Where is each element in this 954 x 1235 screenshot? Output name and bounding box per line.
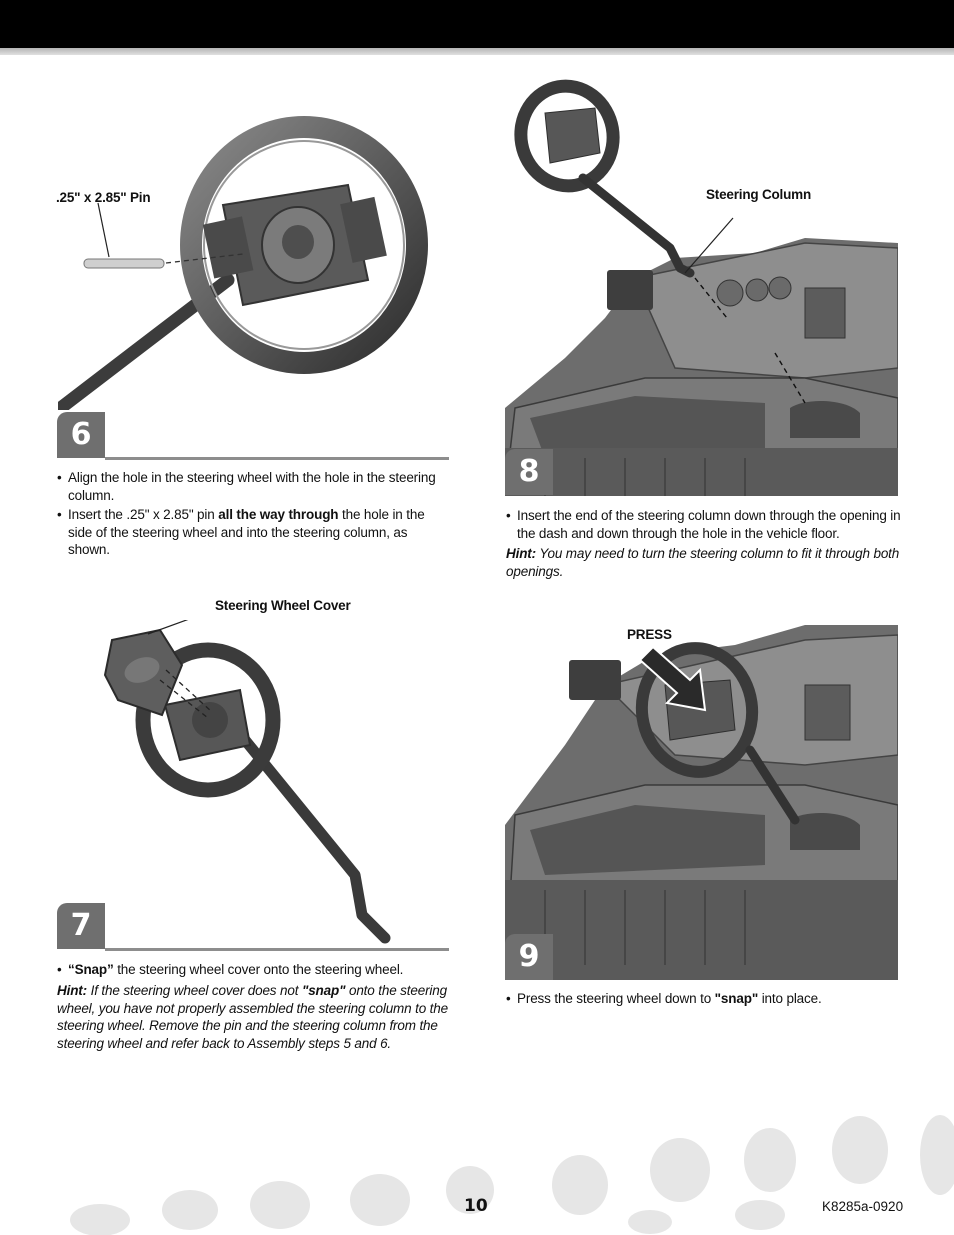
step-8-instructions: Insert the end of the steering column do… (506, 507, 901, 544)
body-text: onto the steering wheel, you have not pr… (57, 983, 448, 1051)
step-9-instructions: Press the steering wheel down to "snap" … (506, 990, 901, 1010)
emphasis-text: “Snap” (68, 962, 114, 977)
header-stripe (0, 48, 954, 55)
body-text: Insert the .25" x 2.85" pin (68, 507, 219, 522)
instruction-bullet: Align the hole in the steering wheel wit… (57, 469, 452, 504)
step-7-instructions: “Snap” the steering wheel cover onto the… (57, 961, 452, 981)
emphasis-text: all the way through (218, 507, 339, 522)
step-7-rule (105, 948, 449, 951)
step-6-instructions: Align the hole in the steering wheel wit… (57, 469, 452, 561)
instruction-bullet: Insert the .25" x 2.85" pin all the way … (57, 506, 452, 559)
cover-callout: Steering Wheel Cover (215, 598, 351, 613)
step-7-number: 7 (57, 903, 105, 949)
body-text: into place. (758, 991, 822, 1006)
instruction-bullet: Insert the end of the steering column do… (506, 507, 901, 542)
step-8-header: 8 (505, 449, 898, 497)
step-8-number: 8 (505, 449, 553, 495)
step-6-rule (105, 457, 449, 460)
body-text: Press the steering wheel down to (517, 991, 715, 1006)
document-code: K8285a-0920 (822, 1199, 904, 1214)
emphasis-text: Hint: (506, 546, 536, 561)
body-text: You may need to turn the steering column… (506, 546, 900, 579)
step-9-number: 9 (505, 934, 553, 980)
body-text: Insert the end of the steering column do… (517, 508, 901, 541)
press-callout: PRESS (627, 627, 672, 642)
body-text: the steering wheel cover onto the steeri… (113, 962, 404, 977)
step-7-hint: Hint: If the steering wheel cover does n… (57, 982, 452, 1052)
step-6-header: 6 (57, 412, 449, 460)
step-6-illustration (58, 116, 428, 410)
emphasis-text: "snap" (714, 991, 759, 1006)
footer-decoration (70, 1115, 954, 1235)
body-text: Align the hole in the steering wheel wit… (68, 470, 436, 503)
step-9-illustration (505, 625, 898, 980)
step-7-illustration (103, 620, 391, 944)
step-8-illustration (505, 78, 898, 496)
instruction-bullet: “Snap” the steering wheel cover onto the… (57, 961, 452, 979)
body-text: the hole in the side of the steering whe… (68, 507, 425, 557)
step-8-hint: Hint: You may need to turn the steering … (506, 545, 901, 580)
step-6-number: 6 (57, 412, 105, 458)
instruction-bullet: Press the steering wheel down to "snap" … (506, 990, 901, 1008)
step-7-header: 7 (57, 903, 449, 951)
page-number: 10 (464, 1196, 488, 1216)
emphasis-text: "snap" (301, 983, 346, 998)
header-bar (0, 0, 954, 48)
pin-callout: .25" x 2.85" Pin (56, 190, 151, 205)
column-callout: Steering Column (706, 187, 812, 202)
step-9-header: 9 (505, 934, 898, 982)
emphasis-text: Hint: (57, 983, 87, 998)
body-text: If the steering wheel cover does not (87, 983, 302, 998)
